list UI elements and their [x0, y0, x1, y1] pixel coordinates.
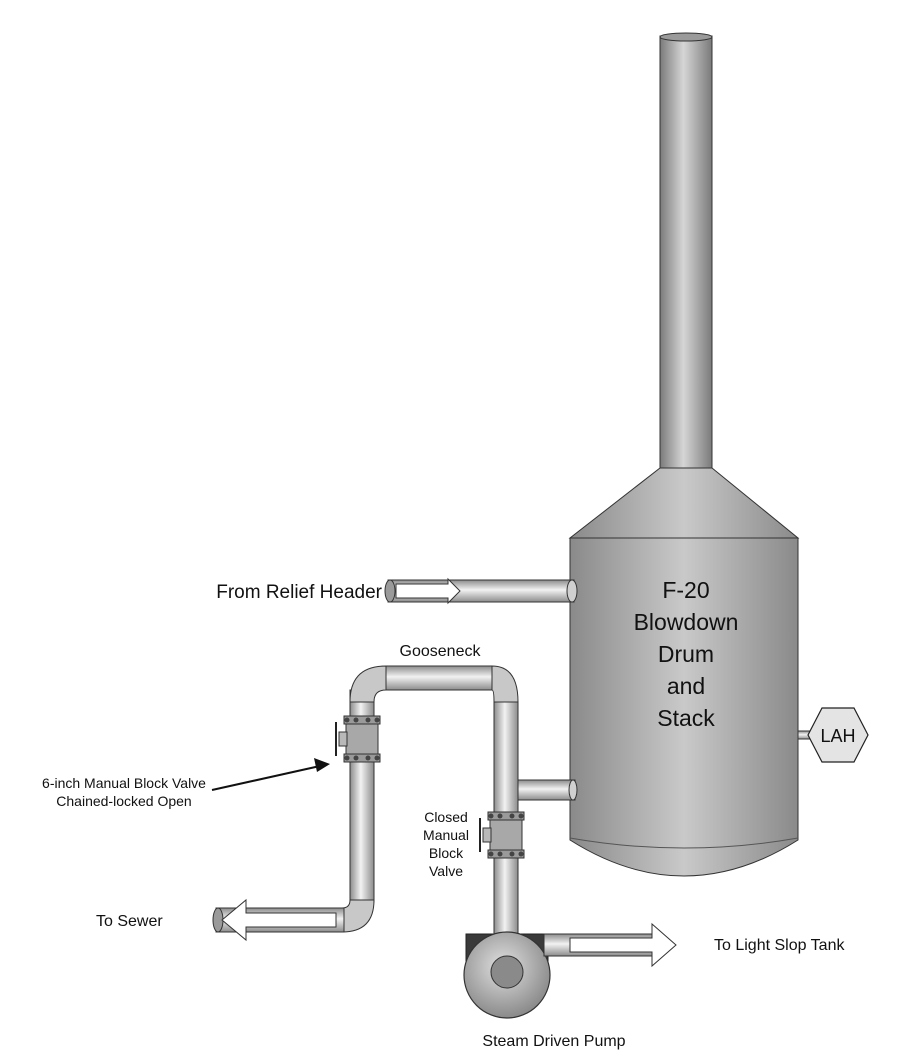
pump-label: Steam Driven Pump	[482, 1033, 625, 1050]
lah-hexagon	[807, 707, 869, 763]
drum-bottom-seam	[569, 837, 799, 849]
manual-valve-pointer-line	[211, 765, 321, 791]
manual-valve-pointer-arrowhead	[314, 758, 330, 772]
drum-title-line-2: Blowdown	[634, 609, 739, 635]
manual-valve-label-line-2: Chained-locked Open	[56, 793, 191, 809]
drum-cone	[568, 467, 800, 539]
sewer-flow-arrow	[221, 898, 337, 942]
lah-label: LAH	[820, 726, 855, 746]
to-sewer-label: To Sewer	[96, 913, 163, 930]
relief-header-pipe-end	[566, 579, 578, 603]
relief-header-pipe-open	[384, 579, 396, 603]
manual-valve-label-line-1: 6-inch Manual Block Valve	[42, 775, 206, 791]
closed-valve-label-line-4: Valve	[429, 863, 463, 879]
gooseneck-label: Gooseneck	[400, 643, 482, 660]
slop-tank-flow-arrow	[569, 922, 677, 968]
drum-outlet-nozzle-end	[568, 779, 578, 801]
drum-title-line-5: Stack	[657, 705, 715, 731]
drum-title-line-4: and	[667, 673, 705, 699]
closed-valve-label-line-1: Closed	[424, 809, 468, 825]
drum-title-line-1: F-20	[662, 577, 709, 603]
relief-header-flow-arrow	[395, 577, 461, 605]
gooseneck-top-run	[385, 665, 493, 691]
sewer-elbow	[341, 899, 375, 933]
to-slop-tank-label: To Light Slop Tank	[714, 937, 845, 954]
drum-body	[569, 537, 799, 877]
drum-title-line-3: Drum	[658, 641, 714, 667]
closed-valve-label-line-3: Block	[429, 845, 464, 861]
drum-outlet-nozzle	[514, 779, 576, 801]
stack	[659, 35, 713, 471]
stack-top	[659, 32, 713, 42]
manual-block-valve-open	[335, 715, 381, 763]
closed-valve-label-line-2: Manual	[423, 827, 469, 843]
relief-header-label: From Relief Header	[216, 582, 382, 603]
gooseneck-elbow-left	[349, 665, 387, 703]
pump-inlet	[490, 955, 524, 989]
gooseneck-elbow-right	[491, 665, 519, 703]
closed-block-valve	[479, 811, 525, 859]
